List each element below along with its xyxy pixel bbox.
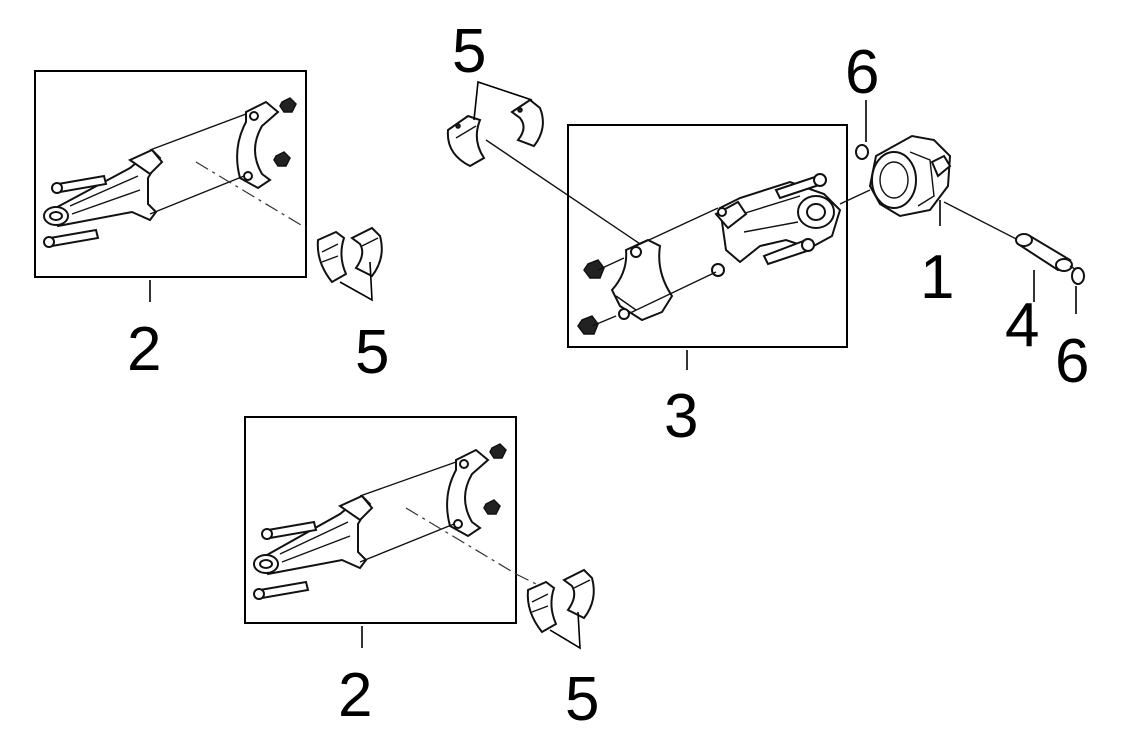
centerline [405,507,517,575]
snap-ring-icon [855,144,869,160]
callout-4: 4 [1005,291,1039,360]
callout-2-bottom: 2 [338,661,372,730]
nut-icon [577,259,605,335]
alignment-line [635,207,719,247]
callout-2-top-left: 2 [127,315,161,384]
centerline [195,161,307,229]
rod-assembly-center [567,124,848,348]
connecting-rod-icon [43,148,164,228]
callout-5-left: 5 [355,318,389,387]
snap-ring-icon [1071,267,1085,285]
callout-6-right: 6 [1055,327,1089,396]
rod-assembly-frame [34,70,307,278]
callout-3: 3 [664,382,698,451]
bearing-shell-icon [316,226,383,284]
alignment-line [149,175,245,215]
leader-line-5-bottom [549,611,581,650]
callout-1: 1 [920,243,954,312]
rod-assembly-frame [244,416,517,624]
alignment-line [597,257,625,271]
callout-5-bottom: 5 [565,665,599,734]
centerline [515,573,541,587]
connecting-rod-icon [253,494,374,576]
rod-bolt-icon [253,520,318,600]
rod-assembly-frame [567,124,848,348]
callout-5-top: 5 [452,17,486,86]
centerline [839,189,871,205]
leader-line-5-left [339,261,373,302]
piston-pin-icon [1015,233,1073,272]
alignment-line [149,113,247,151]
alignment-line [591,315,617,327]
piston-icon [868,134,952,218]
alignment-line [359,461,457,497]
rod-assembly-bottom [244,416,517,624]
leader-line-5-top [473,80,533,121]
rod-bolt-icon [43,174,108,248]
nut-icon [273,97,297,167]
nut-icon [483,443,507,515]
rod-bolt-icon [762,173,827,266]
alignment-line [627,271,717,315]
rod-assembly-top-left [34,70,307,278]
bearing-shell-icon [526,568,595,634]
alignment-line [359,523,455,563]
bearing-shell-icon [446,98,544,168]
callout-6-top: 6 [845,38,879,107]
